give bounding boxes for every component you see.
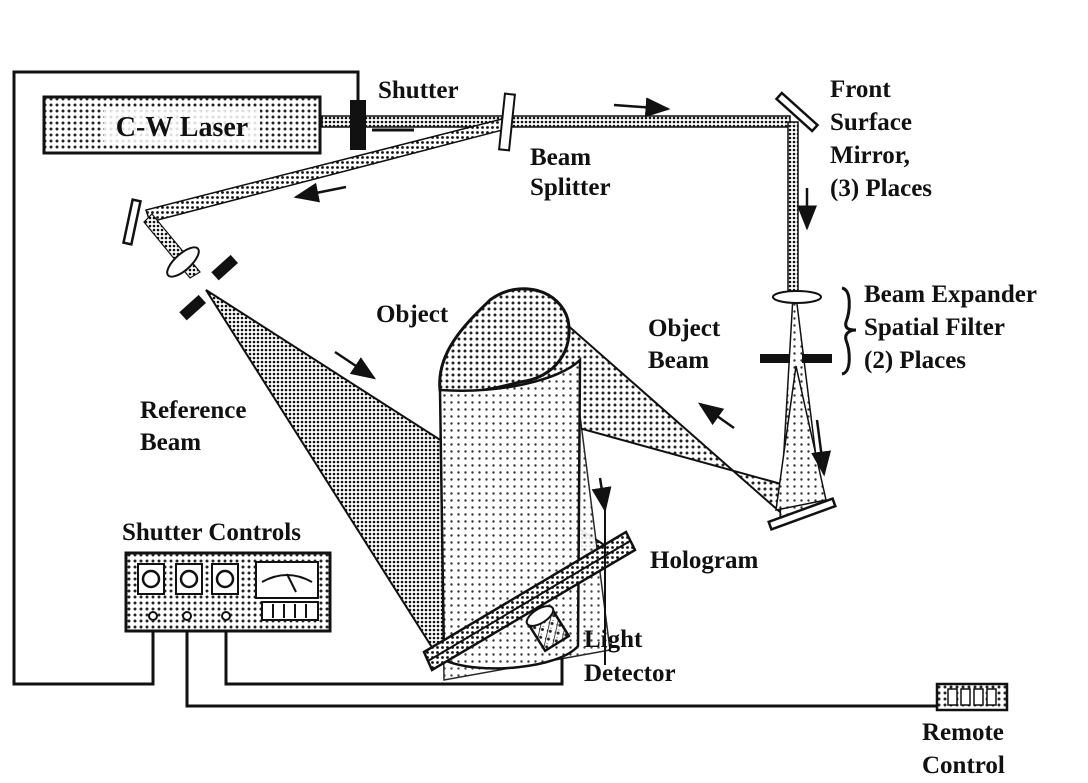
expander-label-2: Spatial Filter xyxy=(864,314,1005,341)
reference-beam-label-1: Reference xyxy=(140,397,246,424)
direction-arrows xyxy=(293,97,832,665)
remote-control-label-2: Control xyxy=(922,752,1005,779)
light-detector-label-2: Detector xyxy=(584,660,676,687)
left-beam-expander xyxy=(166,246,239,321)
beam-splitter-label-1: Beam xyxy=(530,144,591,171)
shutter xyxy=(350,100,414,150)
front-surface-mirror-top xyxy=(774,91,820,133)
remote-control-label-1: Remote xyxy=(922,719,1004,746)
laser-beam-main xyxy=(321,115,791,128)
object-beam-label-1: Object xyxy=(648,315,721,342)
light-detector-label-1: Light xyxy=(584,626,643,653)
mirror-label-4: (3) Places xyxy=(830,175,932,202)
right-beam-expander xyxy=(760,290,832,363)
shutter-label: Shutter xyxy=(378,77,459,104)
expander-cone xyxy=(775,295,827,520)
shutter-controls-panel xyxy=(124,551,332,633)
mirror-label-3: Mirror, xyxy=(830,142,910,169)
control-wiring xyxy=(12,70,937,708)
expander-label-1: Beam Expander xyxy=(864,281,1037,308)
hologram-label: Hologram xyxy=(650,547,758,574)
hologram-plate xyxy=(422,530,637,672)
expander-label-3: (2) Places xyxy=(864,347,966,374)
remote-control xyxy=(935,682,1009,712)
shutter-controls-label: Shutter Controls xyxy=(122,519,301,546)
reference-beam-label-2: Beam xyxy=(140,429,201,456)
object-beam-label-2: Beam xyxy=(648,347,709,374)
mirror-label-1: Front xyxy=(830,76,891,103)
light-detector xyxy=(525,605,571,653)
beam-splitter xyxy=(498,92,516,152)
laser-label: C-W Laser xyxy=(116,112,248,143)
front-surface-mirror-left xyxy=(122,198,142,246)
front-surface-mirror-bottom xyxy=(767,497,837,531)
beam-splitter-label-2: Splitter xyxy=(530,174,611,201)
mirror-label-2: Surface xyxy=(830,109,912,136)
beam-down-to-expander xyxy=(787,121,799,295)
object-label: Object xyxy=(376,301,449,328)
expander-brace xyxy=(841,286,857,376)
cw-laser: C-W Laser xyxy=(42,95,322,155)
